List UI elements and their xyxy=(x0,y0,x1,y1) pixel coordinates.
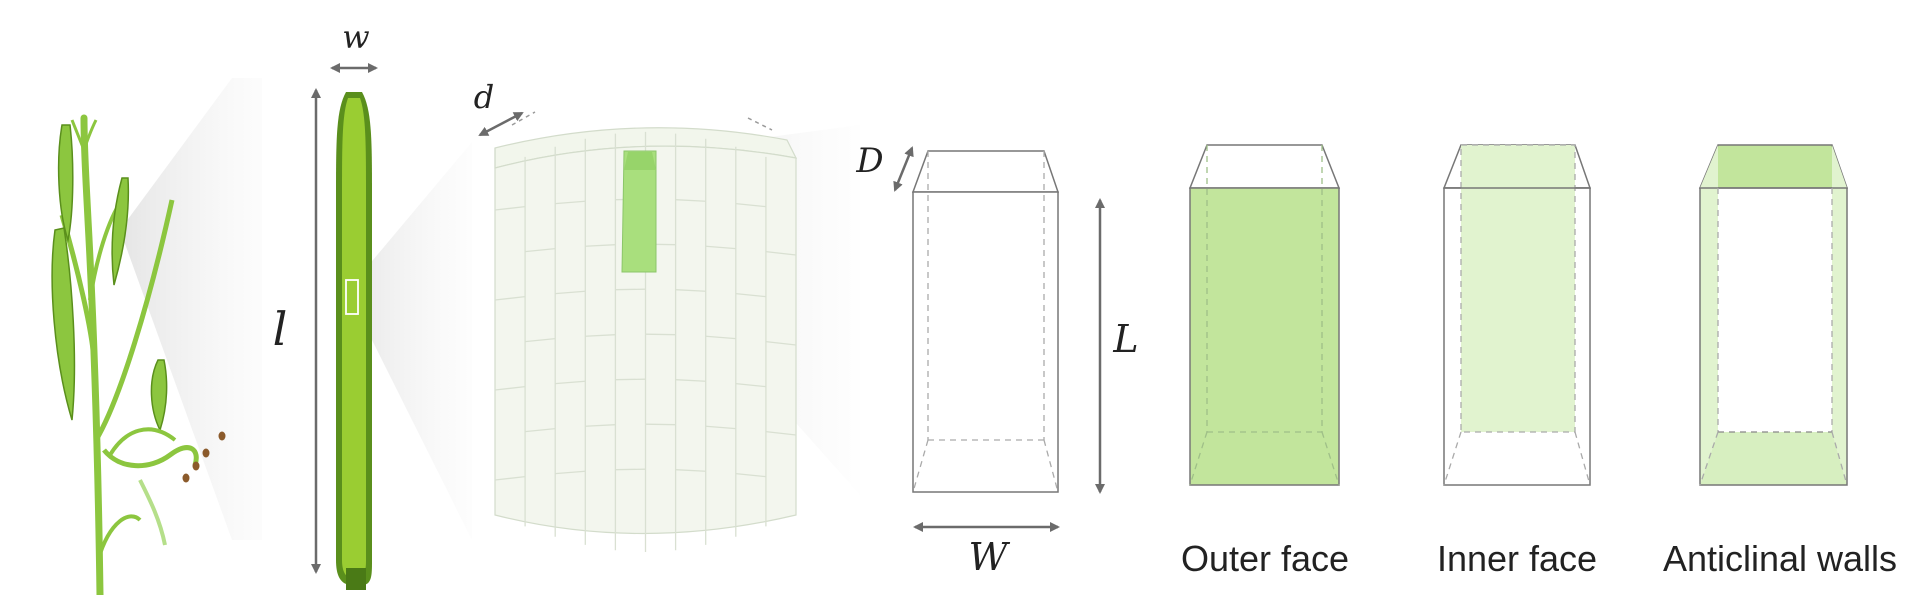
tissue-cell-wall xyxy=(555,470,586,475)
tissue-cell-wall xyxy=(494,386,526,391)
tissue-cell-wall xyxy=(585,244,616,247)
tissue-cell-wall xyxy=(585,424,616,427)
tissue-cell-wall xyxy=(675,469,706,472)
tissue-highlight-cell-top xyxy=(624,152,656,170)
zoom-wedge-plant xyxy=(120,78,262,540)
cell-box xyxy=(911,150,1060,493)
plant-pedicel xyxy=(82,119,98,151)
tissue-depth-arrow xyxy=(478,111,524,137)
pod-tip xyxy=(346,568,366,590)
tissue-cell-wall xyxy=(765,341,797,346)
cell-box-front xyxy=(912,191,1059,493)
tissue-depth-guide xyxy=(747,117,773,131)
tissue-cell-wall xyxy=(555,290,586,295)
tissue-cell-wall xyxy=(645,333,676,336)
silique xyxy=(51,227,76,421)
anticlinal-left-wall xyxy=(1700,145,1718,485)
tissue-cell-wall xyxy=(615,468,646,471)
seed xyxy=(202,448,210,458)
tissue-highlight-cell xyxy=(621,150,657,273)
plant-stem xyxy=(80,114,104,595)
tissue-depth-label: d xyxy=(474,78,494,116)
tissue-cell-grid xyxy=(494,131,797,552)
seed xyxy=(218,431,226,441)
silique xyxy=(111,177,130,286)
outer-face-box xyxy=(1188,144,1341,486)
outer-face-caption: Outer face xyxy=(1181,538,1349,579)
anticlinal-walls-caption: Anticlinal walls xyxy=(1663,538,1897,579)
seed xyxy=(182,473,190,483)
tissue-cell-wall xyxy=(615,378,646,381)
silique xyxy=(150,359,168,432)
tissue-cell-wall xyxy=(675,199,706,202)
tissue-cell-wall xyxy=(735,202,766,208)
tissue-cell-wall xyxy=(555,380,586,385)
seed xyxy=(192,461,200,471)
anticlinal-walls-box xyxy=(1698,144,1849,486)
tissue-cell-wall xyxy=(585,334,616,337)
anticlinal-right-wall xyxy=(1832,145,1847,485)
pod-illustration xyxy=(336,92,372,590)
tissue-cell-wall xyxy=(735,292,766,298)
cell-depth-label: D xyxy=(855,141,883,181)
outer-face-highlight xyxy=(1189,187,1340,486)
tissue-cell-wall xyxy=(705,425,736,430)
tissue-cell-wall xyxy=(494,296,526,301)
tissue-cell-wall xyxy=(675,379,706,382)
tissue-cell-wall xyxy=(705,245,736,250)
silique xyxy=(57,124,74,243)
tissue-cell-wall xyxy=(494,476,526,481)
opened-silique xyxy=(102,445,199,469)
cell-depth-arrow xyxy=(893,146,914,192)
tissue-cell-wall xyxy=(735,472,766,478)
anticlinal-bottom-wall xyxy=(1700,432,1847,485)
tissue-cell-wall xyxy=(645,423,676,426)
tissue-cell-wall xyxy=(525,337,556,343)
tissue-cell-wall xyxy=(525,427,556,433)
cell-box-top xyxy=(911,150,1060,193)
zoom-wedge-pod xyxy=(352,142,472,540)
opened-silique xyxy=(108,427,177,457)
anticlinal-top-wall xyxy=(1698,144,1849,189)
tissue-cell-wall xyxy=(555,200,586,205)
inner-face-box xyxy=(1442,144,1592,486)
pod-valve xyxy=(342,98,366,578)
tissue-cell-wall xyxy=(494,206,526,211)
cell-width-label: W xyxy=(968,535,1010,579)
tissue-cell-wall xyxy=(675,289,706,292)
plant-pedicel xyxy=(70,119,86,151)
plant-branch xyxy=(96,514,142,561)
pod-sample-region xyxy=(345,279,359,315)
pod-length-label: l xyxy=(273,302,288,356)
tissue-sheet xyxy=(494,111,798,552)
inner-face-caption: Inner face xyxy=(1437,538,1597,579)
tissue-cell-wall xyxy=(705,335,736,340)
plant-illustration xyxy=(51,114,226,595)
inner-face-highlight xyxy=(1460,144,1576,433)
tissue-cell-wall xyxy=(525,247,556,253)
tissue-cell-wall xyxy=(765,251,797,256)
tissue-cell-wall xyxy=(765,431,797,436)
plant-branch xyxy=(93,199,175,442)
tissue-cell-wall xyxy=(615,288,646,291)
tissue-depth-guide xyxy=(511,111,536,126)
opened-silique xyxy=(138,479,167,546)
pod-width-label: w xyxy=(342,18,369,56)
tissue-cell-wall xyxy=(735,382,766,388)
cell-length-label: L xyxy=(1112,317,1138,361)
